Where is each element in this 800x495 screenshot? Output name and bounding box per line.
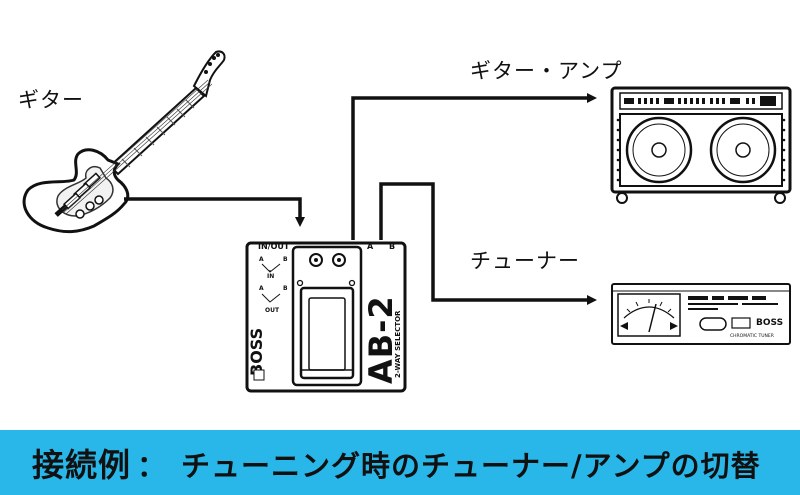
guitar-to-pedal-line xyxy=(124,197,305,227)
guitar-amp-illustration xyxy=(610,86,792,204)
legend-a-top: A xyxy=(259,256,264,263)
tuner-label: チューナー xyxy=(470,249,580,273)
guitar-amp-label: ギター・アンプ xyxy=(470,59,623,83)
pedal-port-a-label: A xyxy=(367,242,374,251)
caption-body: チューニング時のチューナー/アンプの切替 xyxy=(181,448,761,483)
pedal-subtitle: 2-WAY SELECTOR xyxy=(394,310,402,378)
legend-out: OUT xyxy=(265,307,280,314)
tuner-illustration: BOSS CHROMATIC TUNER xyxy=(611,283,791,345)
pedal-model: AB-2 xyxy=(362,295,400,384)
caption-colon: ： xyxy=(137,448,168,483)
electric-guitar-illustration xyxy=(22,50,226,234)
connection-lines xyxy=(124,93,597,305)
tuner-caption: CHROMATIC TUNER xyxy=(730,333,774,339)
legend-b-bottom: B xyxy=(283,285,288,292)
legend-b-top: B xyxy=(283,256,288,263)
legend-a-bottom: A xyxy=(259,285,264,292)
caption-text: 接続例： チューニング時のチューナー/アンプの切替 xyxy=(32,440,761,486)
pedal-a-to-amp-line xyxy=(351,93,597,240)
pedal-port-b-label: B xyxy=(389,242,395,251)
caption-prefix: 接続例 xyxy=(32,445,132,484)
pedal-in-out-label: IN/OUT xyxy=(258,242,290,251)
caption-banner: 接続例： チューニング時のチューナー/アンプの切替 xyxy=(0,430,800,495)
legend-in: IN xyxy=(267,273,274,280)
pedal-brand: BOSS xyxy=(247,328,266,376)
guitar-label: ギター xyxy=(18,88,84,112)
connection-diagram: BOSS CHROMATIC TUNER IN/OUT A B A B IN A… xyxy=(22,50,792,393)
tuner-brand: BOSS xyxy=(756,318,783,328)
ab2-selector-pedal: IN/OUT A B A B IN A B OUT BOSS xyxy=(245,241,407,393)
pedal-b-to-tuner-line xyxy=(379,182,597,305)
